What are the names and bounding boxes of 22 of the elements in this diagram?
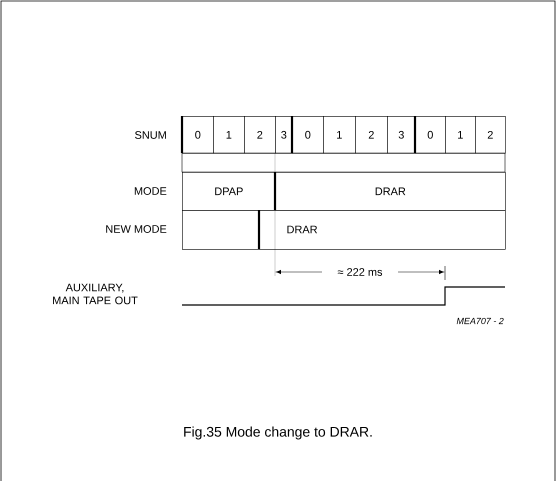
snum-cell: 2 [475, 116, 506, 154]
snum-cell: 0 [292, 116, 324, 154]
signal-name: NEW MODE [106, 225, 166, 233]
snum-cell: 2 [355, 116, 388, 154]
signal-name: MODE [134, 187, 166, 195]
snum-cell: 0 [415, 116, 446, 154]
snum-cell: 0 [182, 116, 214, 154]
dimension-label: ≈ 222 ms [338, 268, 382, 276]
snum-cell: 3 [275, 116, 293, 154]
figure-code: MEA707 - 2 [456, 318, 504, 324]
snum-cell: 1 [445, 116, 476, 154]
signal-name: AUXILIARY, MAIN TAPE OUT [53, 284, 138, 304]
snum-cell: 3 [387, 116, 416, 154]
empty-cell [182, 210, 260, 250]
signal-name: SNUM [135, 131, 166, 139]
snum-cell: 1 [323, 116, 356, 154]
mode-cell: DRAR [275, 172, 506, 211]
snum-cell: 1 [213, 116, 245, 154]
mode-cell: DRAR [259, 210, 506, 250]
snum-cell: 2 [244, 116, 276, 154]
mode-cell: DPAP [182, 172, 276, 211]
caption: Fig.35 Mode change to DRAR. [184, 426, 372, 440]
